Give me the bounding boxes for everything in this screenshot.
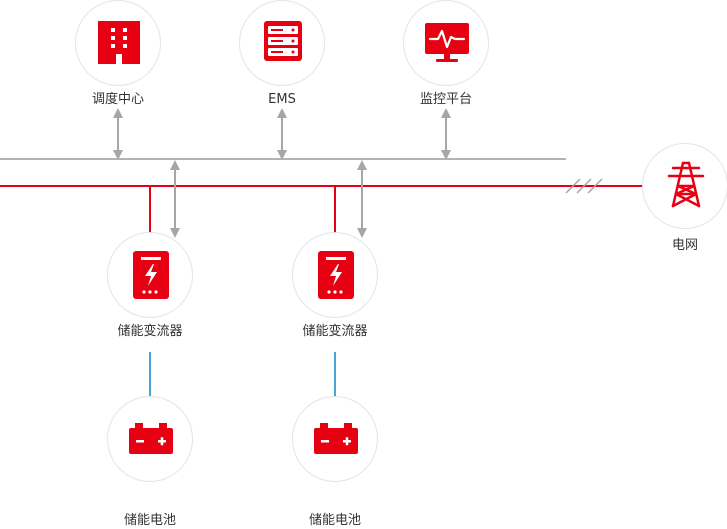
monitoring-platform-label: 监控平台 — [419, 92, 472, 107]
server-rack-icon — [264, 21, 302, 61]
battery-1-node[interactable] — [107, 396, 193, 482]
ems-node[interactable] — [239, 0, 325, 86]
battery-1-label: 储能电池 — [123, 513, 176, 528]
monitoring-platform-node[interactable] — [403, 0, 489, 86]
dispatch-center-node[interactable] — [75, 0, 161, 86]
pcs-1-node[interactable] — [107, 232, 193, 318]
battery-2-node[interactable] — [292, 396, 378, 482]
battery-icon — [129, 423, 173, 454]
pcs-2-node[interactable] — [292, 232, 378, 318]
battery-icon — [314, 423, 358, 454]
inverter-icon — [133, 251, 169, 299]
transmission-tower-icon — [667, 161, 705, 208]
building-icon — [98, 21, 140, 64]
pcs-1-label: 储能变流器 — [117, 324, 183, 339]
power-grid-node[interactable] — [642, 143, 727, 229]
battery-2-label: 储能电池 — [308, 513, 361, 528]
ems-label: EMS — [268, 92, 296, 107]
dispatch-center-label: 调度中心 — [91, 92, 144, 107]
power-grid-label: 电网 — [671, 238, 698, 253]
line-break-mark — [565, 178, 603, 194]
monitor-pulse-icon — [425, 23, 469, 62]
inverter-icon — [318, 251, 354, 299]
pcs-2-label: 储能变流器 — [302, 324, 368, 339]
